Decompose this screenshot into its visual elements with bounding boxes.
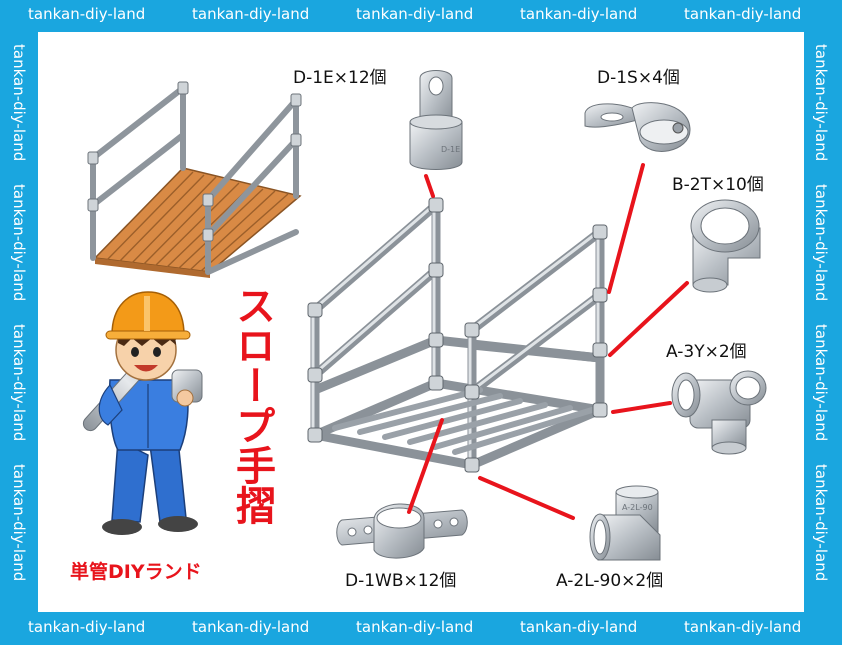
label-a-3y: A-3Y×2個	[666, 342, 747, 362]
fitting-a-2l-90-illustration: A-2L-90	[589, 485, 661, 561]
mascot-worker-illustration	[82, 291, 203, 535]
watermark-top-4: tankan-diy-land	[520, 5, 638, 23]
leader-a-2l-90	[478, 476, 575, 520]
watermark-right-2: tankan-diy-land	[812, 184, 830, 302]
watermark-top-3: tankan-diy-land	[356, 5, 474, 23]
watermark-bottom-5: tankan-diy-land	[684, 618, 802, 636]
watermark-right-3: tankan-diy-land	[812, 324, 830, 442]
watermark-bottom-2: tankan-diy-land	[192, 618, 310, 636]
watermark-bottom-4: tankan-diy-land	[520, 618, 638, 636]
leader-lines	[407, 163, 689, 520]
watermark-right-1: tankan-diy-land	[812, 44, 830, 162]
label-d-1s: D-1S×4個	[597, 68, 680, 88]
fitting-b-2t-illustration	[690, 199, 761, 293]
fitting-d-1s-illustration	[584, 102, 691, 152]
watermark-left-3: tankan-diy-land	[10, 324, 28, 442]
handrail-frame-structure	[307, 197, 608, 473]
label-d-1e: D-1E×12個	[293, 68, 387, 88]
brand-label: 単管DIYランド	[70, 561, 202, 583]
watermark-bottom-3: tankan-diy-land	[356, 618, 474, 636]
watermark-left-4: tankan-diy-land	[10, 464, 28, 582]
leader-b-2t	[608, 281, 689, 357]
watermark-top-2: tankan-diy-land	[192, 5, 310, 23]
watermark-top-1: tankan-diy-land	[28, 5, 146, 23]
label-b-2t: B-2T×10個	[672, 175, 764, 195]
fitting-d-1wb-illustration	[336, 503, 468, 559]
leader-d-1wb	[407, 418, 444, 514]
leader-d-1e	[424, 174, 435, 198]
leader-d-1s	[607, 163, 645, 294]
leader-a-3y	[611, 401, 672, 414]
watermark-top-5: tankan-diy-land	[684, 5, 802, 23]
label-a-2l-90: A-2L-90×2個	[556, 571, 664, 591]
label-d-1wb: D-1WB×12個	[345, 571, 457, 591]
watermark-bottom-1: tankan-diy-land	[28, 618, 146, 636]
slope-illustration	[87, 81, 302, 278]
fitting-d-1e-illustration: D-1E	[409, 70, 463, 170]
fitting-a-2l-90-marking: A-2L-90	[622, 503, 653, 512]
watermark-right-4: tankan-diy-land	[812, 464, 830, 582]
fitting-a-3y-illustration	[671, 370, 767, 455]
watermark-left-2: tankan-diy-land	[10, 184, 28, 302]
watermark-left-1: tankan-diy-land	[10, 44, 28, 162]
fitting-d-1e-marking: D-1E	[441, 145, 460, 154]
slope-handrail-title: スロープ手摺	[229, 285, 275, 525]
